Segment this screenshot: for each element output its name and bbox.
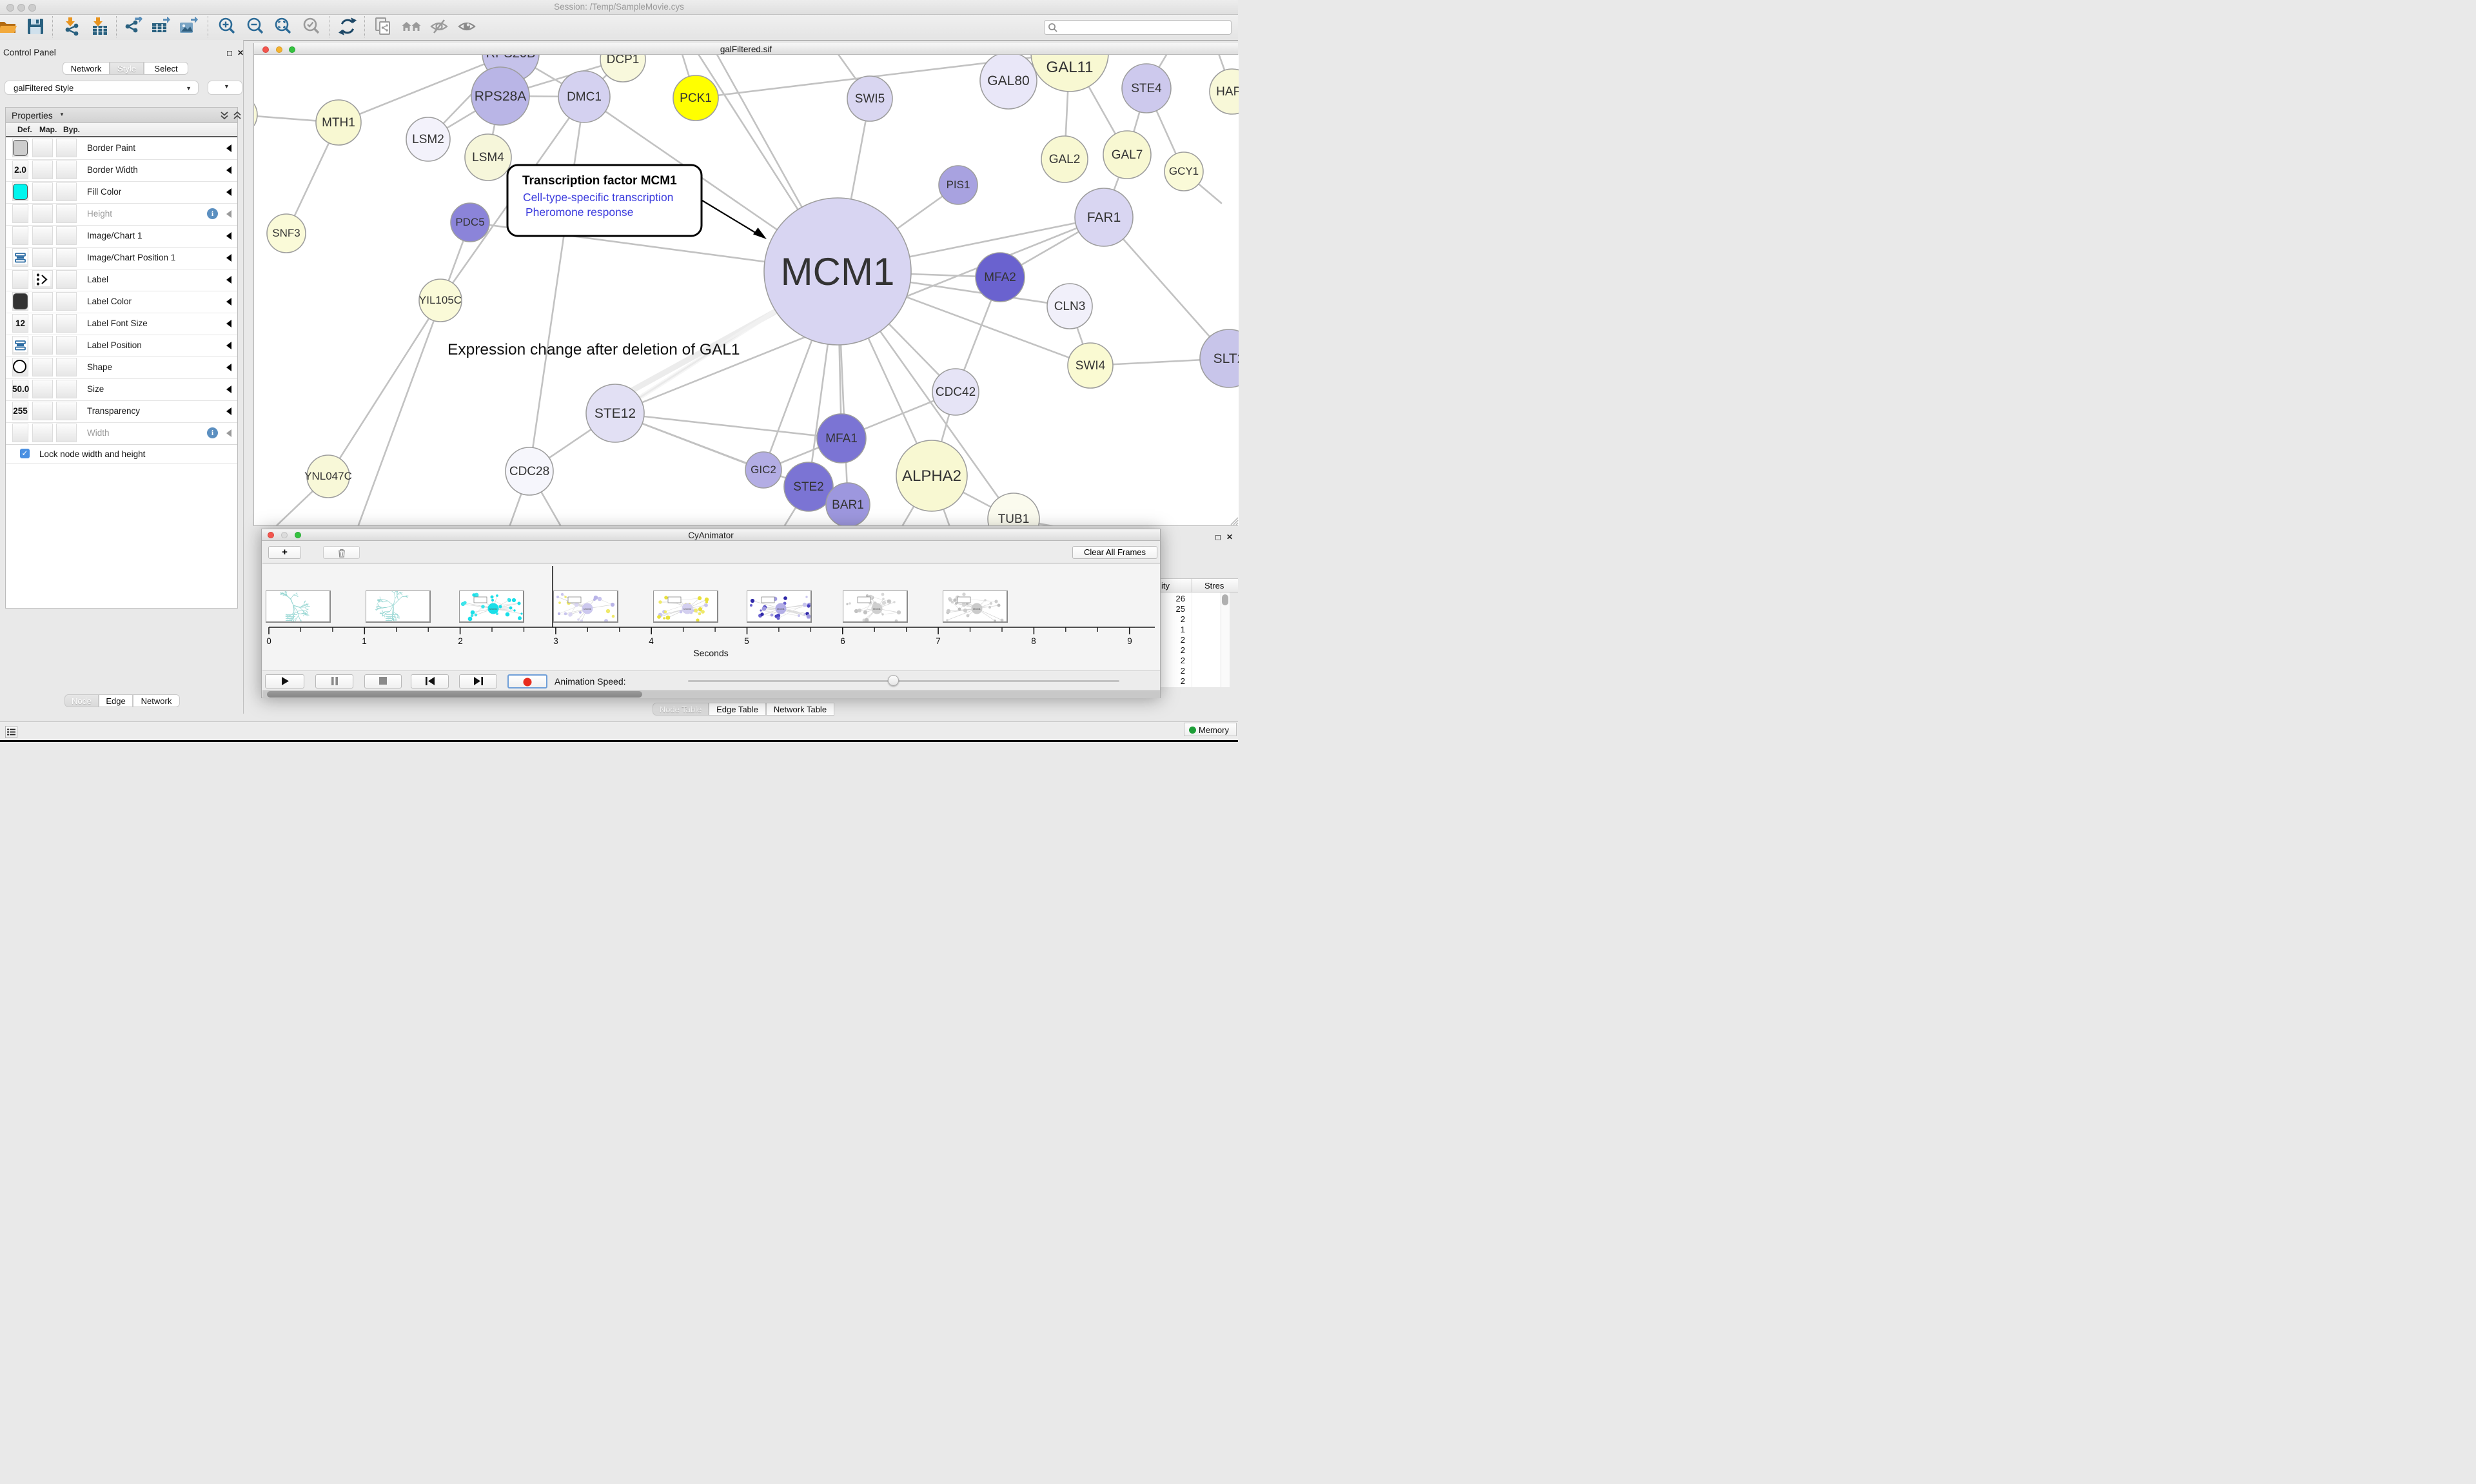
svg-text:MCM1: MCM1 (873, 607, 881, 610)
svg-text:SWI5: SWI5 (855, 92, 885, 106)
svg-text:PDC5: PDC5 (455, 216, 484, 228)
svg-text:FAR1: FAR1 (1087, 210, 1121, 225)
svg-text:CDC28: CDC28 (509, 465, 549, 478)
svg-text:SNF3: SNF3 (272, 227, 300, 239)
svg-text:DMC1: DMC1 (567, 90, 602, 104)
svg-text:TUB1: TUB1 (998, 513, 1030, 525)
svg-text:STE4: STE4 (1131, 82, 1162, 95)
svg-text:MCM1: MCM1 (489, 607, 498, 610)
svg-text:PIS1: PIS1 (947, 179, 970, 191)
svg-text:RPS28A: RPS28A (475, 89, 527, 104)
svg-text:GCY1: GCY1 (1169, 165, 1199, 177)
svg-text:MFA2: MFA2 (984, 271, 1016, 284)
svg-text:STE12: STE12 (594, 406, 636, 421)
svg-text:Transcription factor MCM1: Transcription factor MCM1 (522, 174, 677, 188)
svg-text:GAL2: GAL2 (1049, 153, 1081, 166)
svg-text:SWI4: SWI4 (1076, 359, 1106, 373)
svg-text:ALPHA2: ALPHA2 (902, 467, 961, 485)
svg-text:CLN3: CLN3 (1054, 300, 1086, 313)
svg-text:YIL105C: YIL105C (419, 294, 462, 306)
svg-text:YNL047C: YNL047C (304, 470, 352, 482)
svg-text:MFA1: MFA1 (825, 432, 858, 445)
svg-text:LSM4: LSM4 (472, 151, 504, 164)
svg-text:PCK1: PCK1 (680, 92, 712, 105)
svg-text:MCM1: MCM1 (584, 607, 592, 610)
svg-text:MCM1: MCM1 (781, 250, 895, 293)
svg-text:CDC42: CDC42 (936, 386, 976, 399)
svg-text:SLT2: SLT2 (1213, 351, 1239, 366)
svg-text:MCM1: MCM1 (973, 607, 981, 610)
svg-text:BAR1: BAR1 (832, 498, 864, 512)
svg-text:MCM1: MCM1 (683, 607, 692, 610)
svg-text:GAL80: GAL80 (987, 73, 1029, 88)
svg-text:DCP1: DCP1 (607, 55, 640, 66)
svg-text:RPS20B: RPS20B (486, 55, 536, 61)
svg-text:GIC2: GIC2 (751, 464, 776, 476)
svg-text:HAP2: HAP2 (1216, 85, 1239, 99)
svg-text:Pheromone response: Pheromone response (526, 206, 633, 219)
svg-text:MTH1: MTH1 (322, 116, 355, 130)
svg-text:MCM1: MCM1 (777, 607, 785, 610)
svg-text:GAL7: GAL7 (1112, 148, 1143, 162)
svg-text:STE2: STE2 (793, 480, 824, 494)
svg-text:Cell-type-specific transcripti: Cell-type-specific transcription (523, 191, 673, 204)
svg-text:LSM2: LSM2 (412, 133, 444, 146)
svg-text:Expression change after deleti: Expression change after deletion of GAL1 (447, 341, 740, 358)
svg-text:GAL11: GAL11 (1046, 59, 1094, 76)
